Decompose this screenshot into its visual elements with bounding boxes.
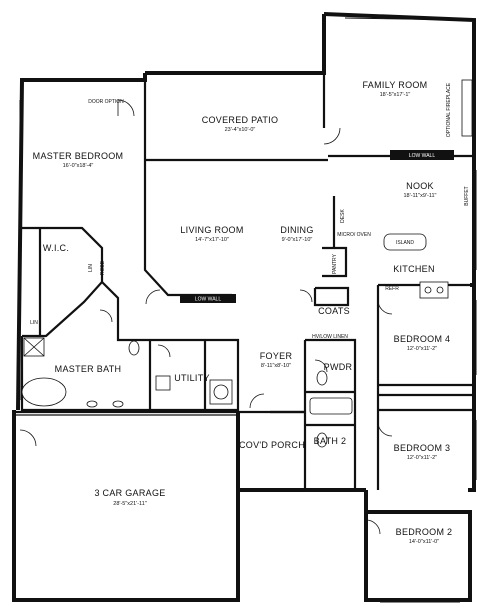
refrigerator-label: REFR (385, 286, 399, 292)
kitchen-island (383, 233, 427, 251)
exterior-walls (12, 12, 476, 602)
bedroom2-dims: 14'-0"x11'-0" (409, 539, 439, 545)
wic-name: W.I.C. (43, 243, 69, 253)
low-wall-family-label: LOW WALL (409, 153, 435, 159)
master-bath-name: MASTER BATH (55, 364, 122, 374)
utility-name: UTILITY (174, 373, 210, 383)
desk-label: DESK (340, 209, 346, 223)
annotations: DOOR OPTION OPTIONAL FIREPLACE BUFFET DE… (30, 82, 470, 340)
kitchen-name: KITCHEN (393, 264, 435, 274)
bedroom4-name: BEDROOM 4 (394, 334, 451, 344)
fixtures (21, 79, 473, 448)
water-heater (155, 375, 171, 391)
bedroom4-dims: 12'-0"x11'-2" (407, 346, 437, 352)
family-room-name: FAMILY ROOM (363, 80, 428, 90)
bedroom2-name: BEDROOM 2 (396, 527, 453, 537)
foyer-dims: 8'-11"x8'-10" (261, 363, 291, 369)
pantry-label: PANTRY (332, 253, 338, 273)
low-wall-living-label: LOW WALL (195, 297, 221, 303)
microwave-oven-label: MICRO/ OVEN (337, 232, 371, 238)
garage-dims: 28'-5"x21'-11" (113, 501, 146, 507)
family-room-dims: 18'-5"x17'-1" (380, 92, 411, 98)
sink (112, 400, 124, 408)
island-label: ISLAND (396, 240, 414, 246)
hvac-linen-label: HV/LOW LINEN (312, 334, 348, 340)
master-bedroom-dims: 16'-0"x18'-4" (63, 163, 94, 169)
robe-label: ROBE (100, 260, 106, 275)
buffet-label: BUFFET (464, 186, 470, 205)
windows (19, 17, 477, 603)
dining-dims: 9'-0"x17'-10" (282, 237, 313, 243)
bath2-name: BATH 2 (314, 436, 347, 446)
bedroom3-dims: 12'-0"x11'-2" (407, 455, 437, 461)
door-swings (19, 99, 393, 535)
low-wall-living-tag: LOW WALL (180, 294, 236, 303)
toilet (128, 340, 140, 356)
sink (86, 400, 98, 408)
toilet (316, 432, 328, 448)
nook-name: NOOK (406, 181, 434, 191)
bedroom3-name: BEDROOM 3 (394, 443, 451, 453)
low-wall-family-tag: LOW WALL (390, 150, 454, 160)
master-tub (21, 377, 67, 407)
garage-name: 3 CAR GARAGE (94, 488, 165, 498)
linen-wic-label: LIN (88, 264, 94, 272)
covered-patio-name: COVERED PATIO (202, 115, 279, 125)
door-option-label: DOOR OPTION (88, 99, 124, 105)
linen-bath-label: LIN (30, 320, 38, 326)
master-bedroom-name: MASTER BEDROOM (33, 151, 124, 161)
dining-name: DINING (280, 225, 313, 235)
living-room-dims: 14'-7"x17'-10" (195, 237, 229, 243)
living-room-name: LIVING ROOM (180, 225, 243, 235)
stove (419, 281, 449, 299)
nook-dims: 18'-11"x9'-11" (403, 193, 436, 199)
fireplace (461, 79, 473, 137)
bath2-tub (309, 397, 353, 415)
optional-fireplace-label: OPTIONAL FIREPLACE (446, 82, 452, 137)
toilet (316, 370, 328, 386)
foyer-name: FOYER (260, 351, 293, 361)
room-labels: FAMILY ROOM 18'-5"x17'-1" COVERED PATIO … (33, 80, 453, 545)
powder-name: PWDR (324, 362, 353, 372)
porch-name: COV'D PORCH (239, 440, 305, 450)
covered-patio-dims: 23'-4"x10'-0" (225, 127, 256, 133)
interior-walls (14, 75, 474, 492)
coats-name: COATS (318, 306, 350, 316)
